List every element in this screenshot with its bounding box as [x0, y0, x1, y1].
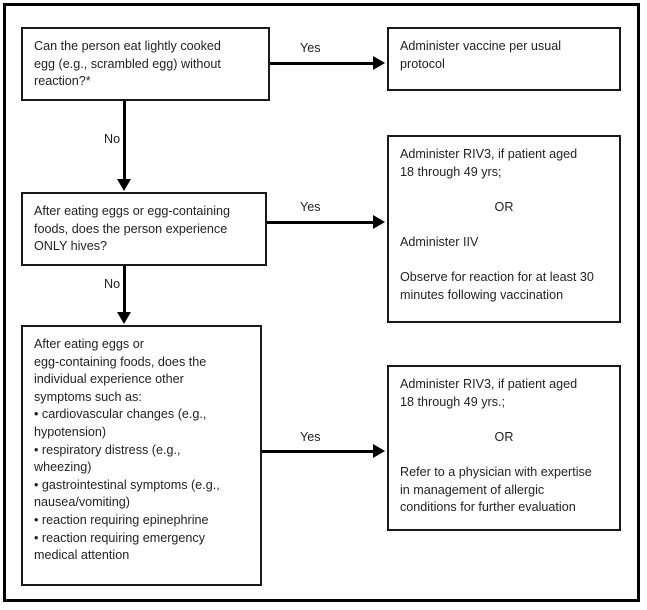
q3-line-4: symptoms such as:	[34, 389, 142, 404]
a3-spacer-1	[400, 411, 608, 429]
node-riv3-or-refer-to-physician: Administer RIV3, if patient aged 18 thro…	[387, 365, 621, 531]
a1-line-1: Administer vaccine per usual	[400, 39, 561, 53]
node-other-symptoms-question: After eating eggs or egg-containing food…	[21, 325, 262, 586]
q1-line-3: reaction?*	[34, 74, 91, 89]
q3-bullet-2a: • respiratory distress (e.g.,	[34, 442, 181, 457]
arrow-head-q1-to-a1-icon	[373, 56, 385, 70]
a2-spacer-3	[400, 252, 608, 270]
a3-line-or: OR	[494, 429, 514, 444]
a2-line-1: Administer RIV3, if patient aged	[400, 147, 578, 161]
a3-line-4: in management of allergic	[400, 482, 545, 497]
edge-label-yes-q2: Yes	[297, 200, 324, 214]
q2-line-3: ONLY hives?	[34, 239, 108, 254]
edge-label-no-q1: No	[101, 132, 124, 146]
a3-spacer-2	[400, 446, 608, 464]
node-riv3-or-iiv-with-observation: Administer RIV3, if patient aged 18 thro…	[387, 135, 621, 323]
arrow-head-q3-to-a3-icon	[373, 444, 385, 458]
edge-line-q1-to-a1	[270, 62, 374, 65]
a2-spacer-1	[400, 181, 608, 199]
q3-line-3: individual experience other	[34, 372, 184, 387]
a3-line-3: Refer to a physician with expertise	[400, 464, 592, 479]
a2-line-3: Administer IIV	[400, 234, 479, 249]
q3-line-2: egg-containing foods, does the	[34, 354, 207, 369]
arrow-head-q2-to-a2-icon	[373, 215, 385, 229]
a1-line-2: protocol	[400, 56, 445, 71]
node-administer-vaccine-usual-protocol: Administer vaccine per usual protocol	[387, 27, 621, 91]
q3-bullet-3b: nausea/vomiting)	[34, 495, 130, 510]
q3-line-1: After eating eggs or	[34, 337, 144, 351]
edge-line-q2-to-q3	[123, 266, 126, 314]
node-only-hives-question: After eating eggs or egg-containing food…	[21, 192, 267, 266]
q3-bullet-2b: wheezing)	[34, 460, 92, 475]
edge-label-yes-q1: Yes	[297, 41, 324, 55]
a2-line-4: Observe for reaction for at least 30	[400, 270, 594, 285]
figure-border	[3, 3, 640, 602]
q2-line-1: After eating eggs or egg-containing	[34, 204, 231, 218]
q1-line-2: egg (e.g., scrambled egg) without	[34, 56, 221, 71]
q3-bullet-1b: hypotension)	[34, 424, 107, 439]
edge-line-q2-to-a2	[267, 221, 374, 224]
edge-line-q1-to-q2	[123, 101, 126, 181]
a3-line-1: Administer RIV3, if patient aged	[400, 377, 578, 391]
q2-line-2: foods, does the person experience	[34, 221, 228, 236]
a3-line-2: 18 through 49 yrs.;	[400, 394, 506, 409]
a2-line-or: OR	[494, 199, 514, 214]
q3-bullet-1a: • cardiovascular changes (e.g.,	[34, 407, 207, 422]
arrow-head-q1-to-q2-icon	[117, 179, 131, 191]
a2-line-5: minutes following vaccination	[400, 287, 564, 302]
edge-label-no-q2: No	[101, 277, 124, 291]
node-eat-lightly-cooked-egg-question: Can the person eat lightly cooked egg (e…	[21, 27, 270, 101]
edge-line-q3-to-a3	[262, 450, 374, 453]
q3-bullet-5b: medical attention	[34, 548, 130, 563]
arrow-head-q2-to-q3-icon	[117, 312, 131, 324]
q3-bullet-5a: • reaction requiring emergency	[34, 530, 206, 545]
a2-line-2: 18 through 49 yrs;	[400, 164, 502, 179]
edge-label-yes-q3: Yes	[297, 430, 324, 444]
a2-spacer-2	[400, 216, 608, 234]
q3-bullet-3a: • gastrointestinal symptoms (e.g.,	[34, 477, 220, 492]
a3-line-5: conditions for further evaluation	[400, 500, 576, 515]
q3-bullet-4: • reaction requiring epinephrine	[34, 512, 209, 527]
q1-line-1: Can the person eat lightly cooked	[34, 39, 221, 53]
